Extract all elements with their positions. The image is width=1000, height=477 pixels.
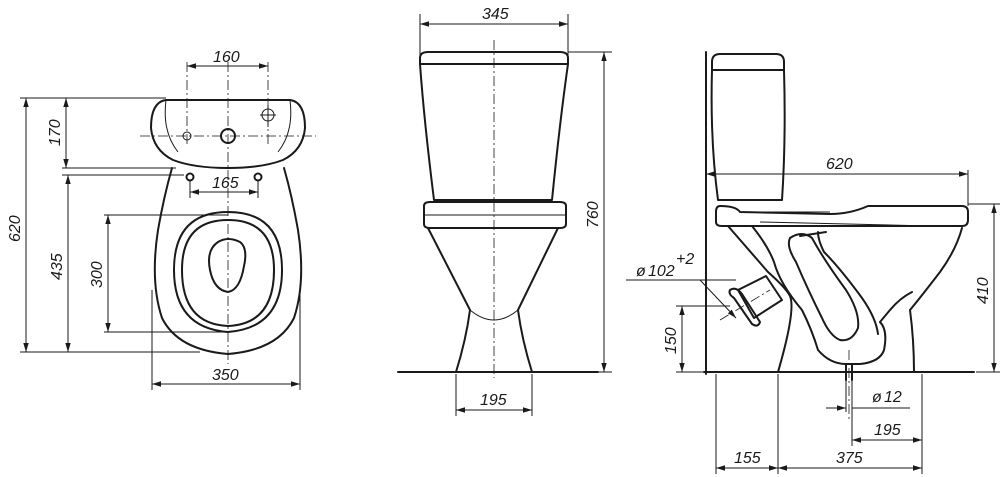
dim-diameter-symbol-2: ø (872, 389, 882, 406)
section-trap (751, 225, 913, 365)
dim-300: 300 (89, 261, 106, 288)
dim-435: 435 (49, 253, 66, 280)
side-seat (423, 201, 567, 229)
section-outlet-pipe (737, 275, 783, 319)
dim-620-front: 620 (7, 215, 24, 242)
front-view (20, 62, 316, 390)
dim-170: 170 (47, 119, 64, 146)
front-bolt-right (253, 172, 263, 182)
section-seat (715, 205, 969, 227)
dim-350: 350 (212, 367, 239, 384)
dim-345: 345 (482, 6, 509, 23)
dim-195-side: 195 (480, 392, 507, 409)
dim-760: 760 (585, 201, 602, 228)
side-view (397, 14, 612, 416)
section-view (626, 51, 1000, 474)
dim-102: 102 (648, 263, 675, 280)
dim-165: 165 (212, 175, 239, 192)
front-bowl-opening (208, 238, 247, 293)
dim-12: 12 (884, 389, 902, 406)
side-tank-lid (419, 51, 569, 65)
dim-410: 410 (975, 277, 992, 304)
dim-102-tolerance: +2 (676, 251, 694, 268)
dimension-annotations: 160 170 620 165 435 300 350 345 760 195 … (7, 6, 997, 471)
section-tank (711, 53, 785, 71)
front-tank-outline (150, 99, 306, 169)
dim-620-section: 620 (826, 156, 853, 173)
side-pedestal (427, 227, 559, 373)
dim-195-section: 195 (874, 422, 901, 439)
dim-150: 150 (663, 327, 680, 354)
front-bolt-left (185, 172, 195, 182)
side-tank-body (419, 63, 569, 201)
dim-160: 160 (213, 49, 240, 66)
front-tank-inner (164, 99, 179, 153)
dim-155: 155 (734, 450, 761, 467)
section-bowl-outline (727, 225, 963, 373)
front-seat-inner (181, 219, 275, 327)
dim-diameter-symbol: ø (636, 263, 646, 280)
dim-375: 375 (836, 450, 863, 467)
